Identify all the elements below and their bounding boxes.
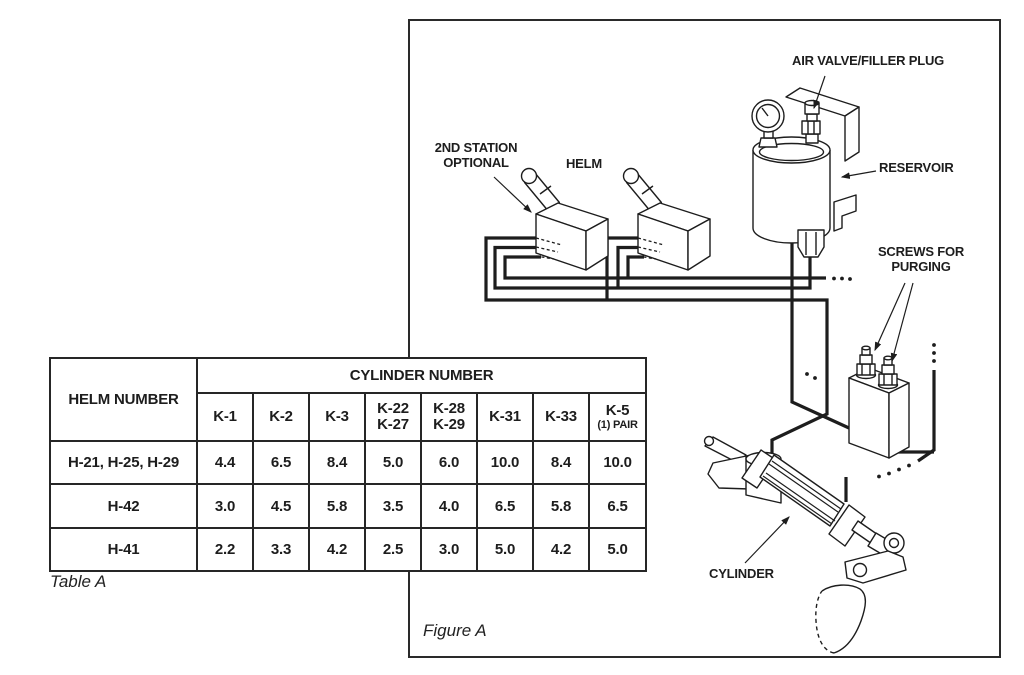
group-header: CYLINDER NUMBER bbox=[195, 357, 648, 394]
value-cell: 4.5 bbox=[252, 483, 310, 529]
value-cell: 2.5 bbox=[364, 527, 422, 572]
value-cell: 10.0 bbox=[476, 440, 534, 485]
hydraulic-lines bbox=[484, 236, 936, 502]
value-cell: 6.5 bbox=[587, 483, 648, 529]
helm-number-cell: H-42 bbox=[49, 483, 198, 529]
reservoir-arrow bbox=[840, 170, 877, 179]
line-continuation-dots bbox=[805, 276, 936, 479]
value-cell: 8.4 bbox=[532, 440, 590, 485]
cylinder-label: CYLINDER bbox=[709, 566, 774, 581]
side-bracket bbox=[833, 194, 857, 232]
corner-header: HELM NUMBER bbox=[49, 357, 198, 442]
value-cell: 5.8 bbox=[532, 483, 590, 529]
rudder-blade bbox=[821, 584, 867, 654]
purge-screw-1 bbox=[855, 345, 877, 380]
helm-station-main bbox=[622, 167, 711, 271]
callout-arrows bbox=[493, 75, 914, 564]
group-header-row: HELM NUMBER CYLINDER NUMBER bbox=[49, 357, 648, 442]
col-header: K-5(1) PAIR bbox=[587, 392, 648, 442]
value-cell: 3.3 bbox=[252, 527, 310, 572]
table-row: H-21, H-25, H-29 4.4 6.5 8.4 5.0 6.0 10.… bbox=[49, 440, 648, 485]
table-row: H-41 2.2 3.3 4.2 2.5 3.0 5.0 4.2 5.0 bbox=[49, 527, 648, 572]
col-header: K-1 bbox=[196, 392, 254, 442]
value-cell: 4.2 bbox=[532, 527, 590, 572]
purge-screw-2 bbox=[877, 355, 899, 390]
table-caption: Table A bbox=[50, 572, 107, 591]
helm-number-cell: H-21, H-25, H-29 bbox=[49, 440, 198, 485]
value-cell: 5.0 bbox=[587, 527, 648, 572]
helm-number-cell: H-41 bbox=[49, 527, 198, 572]
value-cell: 4.0 bbox=[420, 483, 478, 529]
cylinder-assembly bbox=[703, 435, 907, 654]
cylinder-front-head bbox=[828, 504, 866, 547]
reservoir-label: RESERVOIR bbox=[879, 160, 954, 175]
value-cell: 5.0 bbox=[476, 527, 534, 572]
col-header: K-33 bbox=[532, 392, 590, 442]
helm-shaft-cap bbox=[622, 167, 640, 185]
helm-station-2nd bbox=[520, 167, 609, 271]
screws-arrow-1 bbox=[874, 282, 906, 352]
air-valve-filler-plug bbox=[801, 99, 821, 144]
col-header: K-3 bbox=[308, 392, 366, 442]
reservoir bbox=[751, 87, 860, 258]
table-row: H-42 3.0 4.5 5.8 3.5 4.0 6.5 5.8 6.5 bbox=[49, 483, 648, 529]
value-cell: 10.0 bbox=[587, 440, 648, 485]
value-cell: 3.5 bbox=[364, 483, 422, 529]
value-cell: 5.0 bbox=[364, 440, 422, 485]
value-cell: 3.0 bbox=[420, 527, 478, 572]
value-cell: 8.4 bbox=[308, 440, 366, 485]
value-cell: 3.0 bbox=[196, 483, 254, 529]
second-station-arrow bbox=[493, 176, 532, 213]
air-valve-arrow bbox=[813, 75, 826, 110]
col-header: K-31 bbox=[476, 392, 534, 442]
gauge-stem bbox=[758, 137, 778, 148]
value-cell: 6.0 bbox=[420, 440, 478, 485]
value-cell: 4.2 bbox=[308, 527, 366, 572]
helm-label: HELM bbox=[565, 156, 603, 171]
figure-caption: Figure A bbox=[423, 621, 487, 640]
value-cell: 6.5 bbox=[252, 440, 310, 485]
cylinder-selection-table: HELM NUMBER CYLINDER NUMBER K-1 K-2 K-3 … bbox=[49, 357, 648, 572]
purge-valve-block bbox=[848, 345, 910, 459]
value-cell: 2.2 bbox=[196, 527, 254, 572]
reservoir-rim bbox=[758, 142, 825, 162]
reservoir-outlet bbox=[797, 229, 825, 258]
second-station-label: 2ND STATION OPTIONAL bbox=[434, 140, 518, 170]
value-cell: 4.4 bbox=[196, 440, 254, 485]
reservoir-tank bbox=[752, 150, 831, 244]
mounting-bracket-plate bbox=[844, 106, 860, 162]
screws-arrow-2 bbox=[890, 282, 914, 363]
air-valve-label: AIR VALVE/FILLER PLUG bbox=[792, 53, 945, 68]
value-cell: 5.8 bbox=[308, 483, 366, 529]
helm-shaft-cap bbox=[520, 167, 538, 185]
col-header: K-2 bbox=[252, 392, 310, 442]
value-cell: 6.5 bbox=[476, 483, 534, 529]
screws-label: SCREWS FOR PURGING bbox=[877, 244, 965, 274]
cylinder-rear-head bbox=[741, 449, 777, 489]
cylinder-arrow bbox=[744, 516, 790, 564]
